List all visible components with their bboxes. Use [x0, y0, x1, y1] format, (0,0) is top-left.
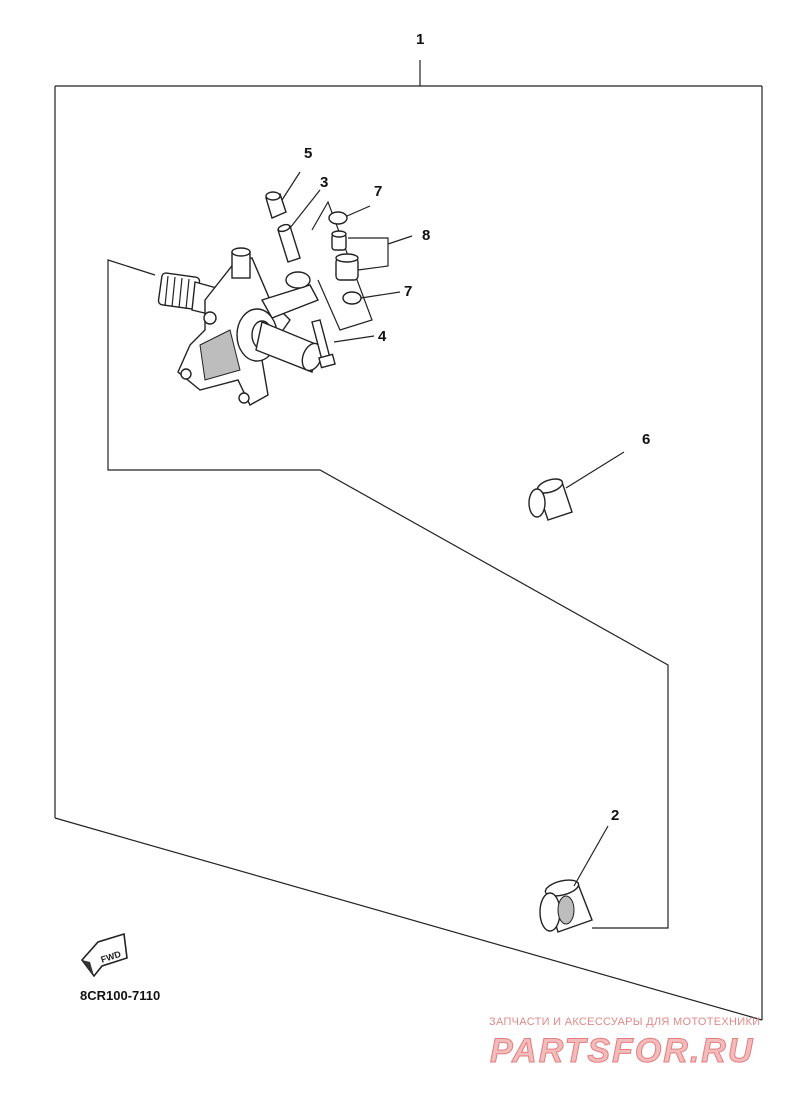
- callout-6: 6: [642, 431, 650, 448]
- subassembly-bracket: [107, 259, 669, 929]
- callout-2: 2: [611, 807, 619, 824]
- spacer-group-7-8: [311, 200, 413, 331]
- watermark-tagline: ЗАПЧАСТИ И АКСЕССУАРЫ ДЛЯ МОТОТЕХНИКИ: [489, 1016, 760, 1028]
- watermark: ЗАПЧАСТИ И АКСЕССУАРЫ ДЛЯ МОТОТЕХНИКИ PA…: [489, 1016, 760, 1071]
- fwd-arrow-icon: FWD: [80, 932, 128, 978]
- cap-nut-part-5: [265, 171, 301, 219]
- callout-4: 4: [378, 328, 387, 345]
- callout-7-lower: 7: [404, 283, 412, 300]
- bolt-part-4: [311, 319, 375, 369]
- bearing-part-2: [539, 825, 609, 933]
- shaft-bracket-assembly: [157, 247, 323, 406]
- callout-3: 3: [320, 174, 328, 191]
- callout-5: 5: [304, 145, 312, 162]
- pin-part-3: [277, 189, 321, 263]
- watermark-brand: PARTSFOR.RU: [490, 1032, 754, 1070]
- callout-8: 8: [422, 227, 430, 244]
- drawing-code: 8CR100-7110: [80, 988, 160, 1003]
- assembly-frame: [54, 60, 763, 1021]
- callout-7-upper: 7: [374, 183, 382, 200]
- bushing-part-6: [528, 451, 625, 521]
- callout-1: 1: [416, 31, 424, 48]
